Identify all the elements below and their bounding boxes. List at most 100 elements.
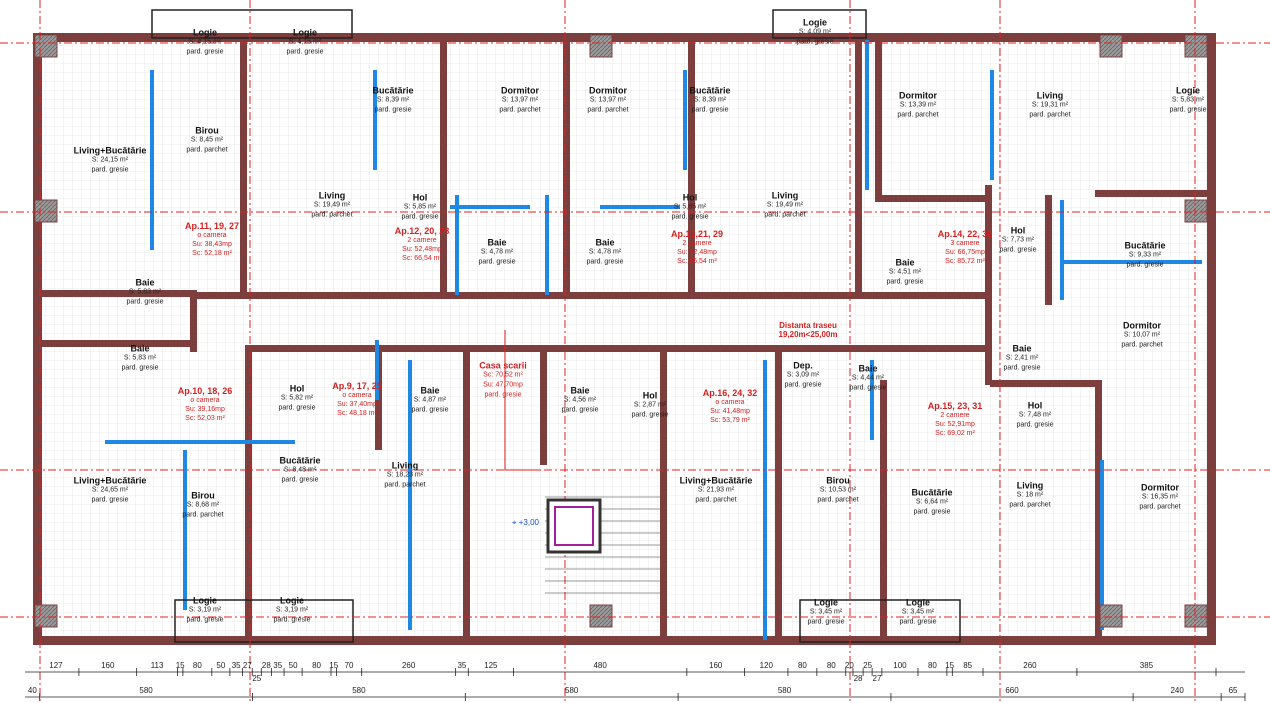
room-name: Living	[1016, 480, 1044, 491]
room-name: Dormitor	[501, 85, 539, 96]
dimension-label: 480	[593, 661, 607, 670]
room-floor-finish: pard. gresie	[91, 166, 129, 174]
apartment-usable-area: Su: 39,16mp	[185, 406, 225, 413]
structural-column	[589, 604, 613, 628]
insulation	[1060, 200, 1064, 300]
dimension-label: 660	[1005, 686, 1019, 695]
stairwell-label: Casa scarii Sc: 70,52 m² Su: 47,70mp par…	[479, 360, 527, 401]
dimension-label: 70	[344, 661, 354, 670]
structural-column	[1184, 199, 1208, 223]
route-line	[504, 330, 540, 471]
apartment-usable-area: Su: 41,48mp	[710, 408, 750, 415]
floor-area	[35, 35, 1215, 645]
wall	[245, 350, 252, 640]
room-area: S: 5,83 m²	[123, 354, 157, 362]
room-area: S: 3,45 m²	[901, 608, 935, 616]
room-floor-finish: pard. gresie	[278, 404, 316, 412]
room-name: Baie	[420, 385, 440, 396]
room-floor-finish: pard. gresie	[1126, 261, 1164, 269]
room-name: Baie	[895, 257, 915, 268]
balcony-outline	[174, 599, 354, 643]
room-name: Dormitor	[899, 90, 937, 101]
apartment-built-area: Sc: 66,54 m²	[677, 258, 717, 265]
insulation	[870, 360, 874, 440]
dimension-label: 580	[565, 686, 579, 695]
apartment-rooms: 2 camere	[940, 412, 970, 419]
apartment-built-area: Sc: 66,54 m²	[402, 255, 442, 262]
dimension-label: 27	[242, 661, 252, 670]
room-area: S: 5,82 m²	[280, 394, 314, 402]
wall	[775, 350, 782, 640]
room-floor-finish: pard. gresie	[796, 38, 834, 46]
wall	[240, 40, 247, 298]
dimension-label: 80	[927, 661, 937, 670]
room-area: S: 7,48 m²	[1018, 411, 1052, 419]
dimension-label: 80	[826, 661, 836, 670]
room-name: Baie	[595, 237, 615, 248]
room-name: Living	[771, 190, 799, 201]
dimension-label: 65	[1228, 686, 1238, 695]
wall	[985, 185, 992, 385]
apartment-title: Ap.13,21, 29	[670, 229, 724, 239]
room-name: Dormitor	[1123, 320, 1161, 331]
insulation	[683, 70, 687, 170]
room-floor-finish: pard. parchet	[897, 111, 939, 119]
room-name: Bucătărie	[1124, 240, 1166, 251]
room-floor-finish: pard. gresie	[374, 106, 412, 114]
apartment-title: Ap.10, 18, 26	[177, 386, 233, 396]
apartment-built-area: Sc: 69,02 m²	[935, 430, 975, 437]
dimension-label: 28	[853, 674, 863, 683]
apartment-title: Ap.16, 24, 32	[702, 388, 758, 398]
wall	[990, 380, 1100, 387]
level-value: +3,00	[518, 518, 539, 527]
room-area: S: 9,33 m²	[1128, 251, 1162, 259]
room-name: Baie	[1012, 343, 1032, 354]
room-floor-finish: pard. parchet	[499, 106, 541, 114]
room-area: S: 4,44 m²	[851, 374, 885, 382]
insulation	[545, 195, 549, 295]
apartment-built-area: Sc: 53,79 m²	[710, 417, 750, 424]
room-name: Hol	[642, 390, 658, 401]
room-name: Birou	[191, 490, 215, 501]
apartment-title: Ap.12, 20, 28	[394, 226, 450, 236]
dimension-label: 127	[49, 661, 63, 670]
room-area: S: 10,07 m²	[1123, 331, 1161, 339]
apartment-title: Ap.11, 19, 27	[184, 221, 240, 231]
room-area: S: 8,39 m²	[693, 96, 727, 104]
apartment-usable-area: Su: 52,48mp	[402, 246, 442, 253]
structural-column	[34, 604, 58, 628]
room-name: Logie	[803, 17, 827, 28]
apartment-title: Ap.9, 17, 25	[332, 381, 382, 391]
insulation	[455, 195, 459, 295]
dimension-label: 385	[1139, 661, 1154, 670]
structural-column	[1184, 604, 1208, 628]
stairwell-name: Casa scarii	[479, 360, 527, 371]
room-floor-finish: pard. gresie	[1169, 106, 1207, 114]
room-area: S: 24,65 m²	[91, 486, 129, 494]
room-floor-finish: pard. gresie	[186, 616, 224, 624]
apartment-title: Ap.15, 23, 31	[927, 401, 983, 411]
dimension-label: 113	[150, 661, 164, 670]
